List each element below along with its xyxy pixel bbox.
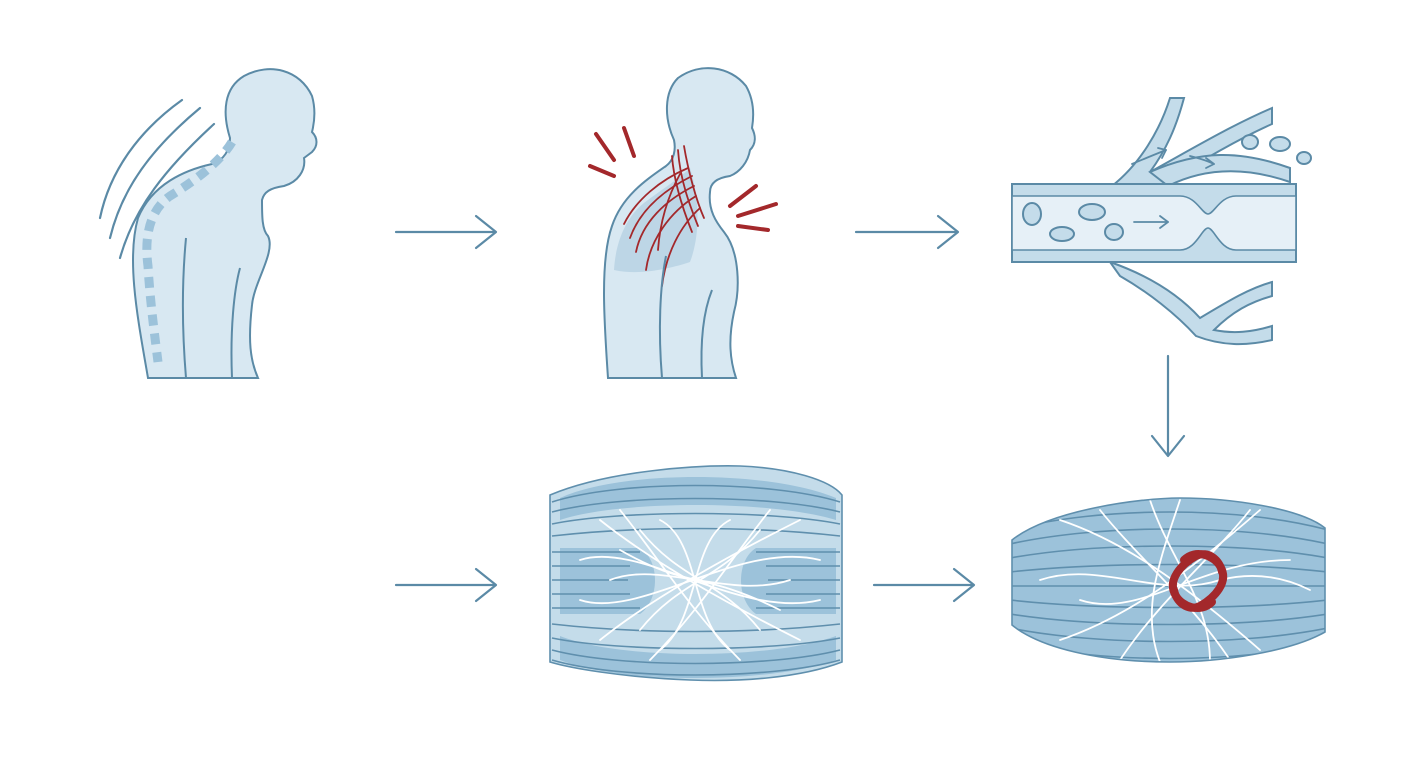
- fiber-bundle-outline: [549, 465, 843, 682]
- motion-lines: [98, 98, 216, 260]
- tense-muscle-lines: [623, 145, 705, 287]
- arrow-right-1: [394, 214, 498, 250]
- fiber-lines: [551, 484, 841, 676]
- arrow-right-4: [394, 567, 498, 603]
- hunched-posture-icon: [98, 68, 318, 379]
- arm-line: [658, 255, 713, 379]
- pain-rays-left: [588, 126, 636, 178]
- arrow-right-5: [872, 567, 976, 603]
- knot-muscle-outline: [1011, 497, 1326, 663]
- constricted-blood-vessel-icon: [1011, 97, 1312, 346]
- spine-dashes: [142, 139, 236, 363]
- neck-shoulder-tension-icon: [588, 67, 778, 379]
- arrow-right-2: [854, 214, 960, 250]
- knot-symbol: [1168, 550, 1228, 612]
- vessel-lumen: [1011, 195, 1297, 251]
- knot-fiber-lines: [1012, 511, 1325, 660]
- blood-cells: [1022, 134, 1312, 242]
- tangled-muscle-fibers-icon: [549, 465, 843, 682]
- vessel-branches: [1107, 97, 1291, 346]
- pain-rays-right: [728, 184, 778, 232]
- muscle-knot-icon: [1011, 497, 1326, 663]
- tangled-fascia-lines: [579, 509, 821, 661]
- hunched-figure-body: [131, 68, 318, 379]
- arrow-down-3: [1150, 354, 1186, 458]
- flow-arrows: [1131, 147, 1215, 229]
- arm-line: [182, 237, 241, 379]
- shoulder-shade: [614, 168, 698, 273]
- knot-fascia-lines: [1039, 499, 1311, 662]
